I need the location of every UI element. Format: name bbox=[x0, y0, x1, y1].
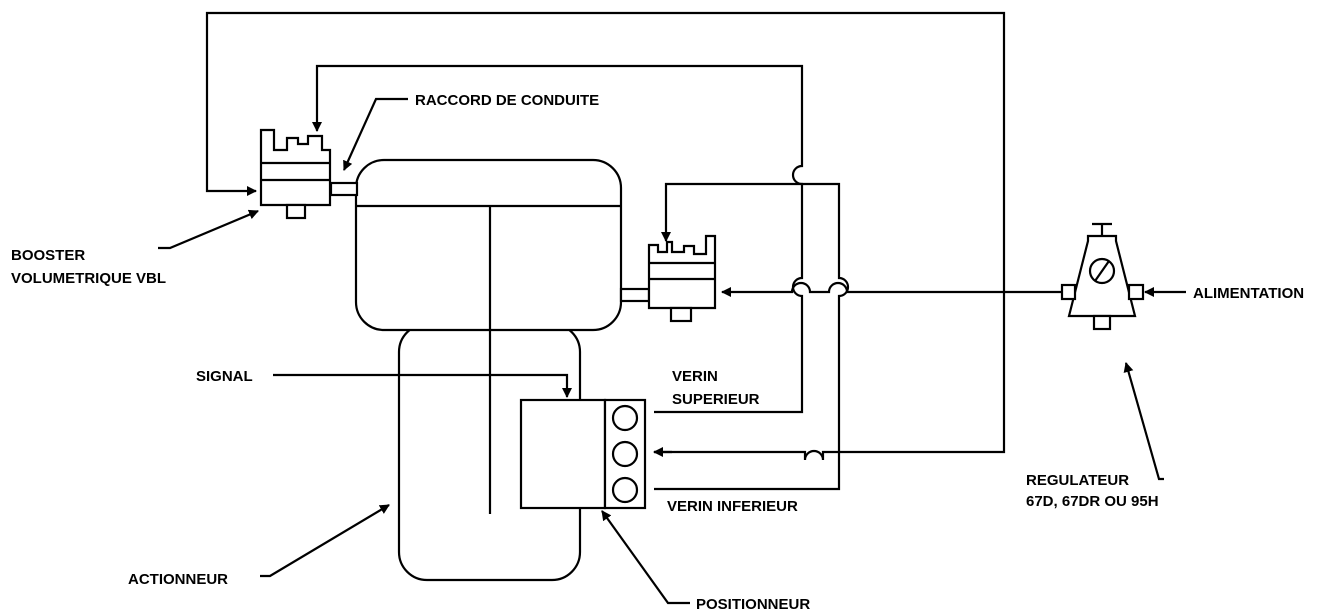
actuator-upper-cylinder bbox=[354, 158, 623, 332]
positioner-body bbox=[519, 398, 607, 510]
supply-line bbox=[721, 281, 1065, 297]
label-regulateur: REGULATEUR bbox=[1026, 472, 1129, 489]
label-actionneur: ACTIONNEUR bbox=[128, 571, 228, 588]
label-alimentation: ALIMENTATION bbox=[1193, 285, 1304, 302]
label-verin: VERIN bbox=[672, 368, 718, 385]
label-booster: BOOSTER bbox=[11, 247, 85, 264]
regulateur-leader bbox=[1123, 362, 1164, 481]
label-superieur: SUPERIEUR bbox=[672, 391, 760, 408]
regulator bbox=[1060, 222, 1145, 331]
booster-vbl-left bbox=[259, 128, 359, 220]
label-regulateur-models: 67D, 67DR OU 95H bbox=[1026, 493, 1159, 510]
label-raccord-de-conduite: RACCORD DE CONDUITE bbox=[415, 92, 599, 109]
raccord-leader bbox=[342, 97, 408, 171]
label-positionneur: POSITIONNEUR bbox=[696, 596, 810, 612]
label-volumetrique-vbl: VOLUMETRIQUE VBL bbox=[11, 270, 166, 287]
signal-leader bbox=[273, 373, 572, 398]
lower-cylinder-pipe bbox=[654, 182, 850, 491]
label-signal: SIGNAL bbox=[196, 368, 253, 385]
outer-supply-pipe bbox=[205, 11, 1006, 461]
booster-leader bbox=[158, 209, 259, 250]
label-verin-inferieur: VERIN INFERIEUR bbox=[667, 498, 798, 515]
positioner-gauge-1 bbox=[611, 404, 639, 432]
positioner-gauge-3 bbox=[611, 476, 639, 504]
actionneur-leader bbox=[260, 504, 390, 578]
positioner-gauge-2 bbox=[611, 440, 639, 468]
positionneur-leader bbox=[601, 510, 690, 605]
booster-vbl-right bbox=[619, 234, 717, 323]
